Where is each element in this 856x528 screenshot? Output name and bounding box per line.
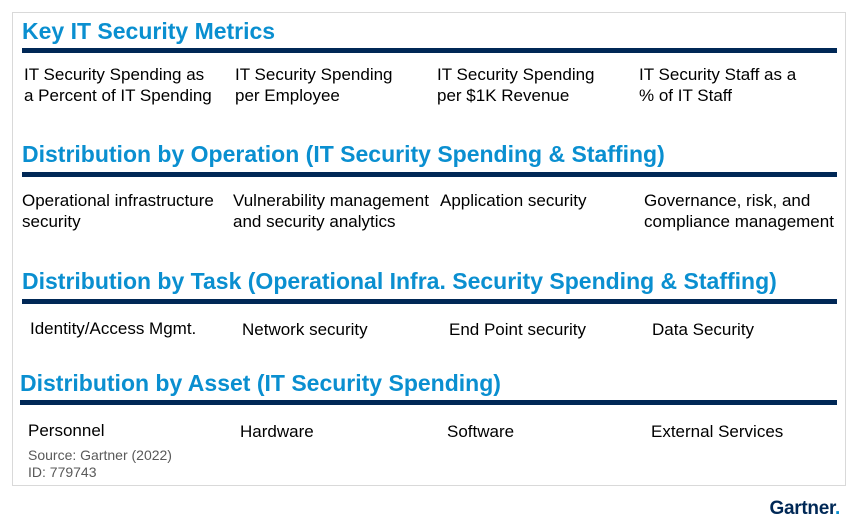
asset-item: Software: [447, 422, 515, 441]
metric-item: IT Security Staff as a % of IT Staff: [639, 65, 797, 105]
section-title-task: Distribution by Task (Operational Infra.…: [22, 268, 777, 294]
section-rule: [22, 172, 837, 177]
section-rule: [20, 400, 837, 405]
metric-item: IT Security Spending per Employee: [235, 65, 393, 105]
operation-item: Application security: [440, 191, 587, 210]
section-title-asset: Distribution by Asset (IT Security Spend…: [20, 370, 501, 396]
operation-item: Governance, risk, and compliance managem…: [644, 191, 834, 231]
task-item: End Point security: [449, 320, 587, 339]
content-frame: [12, 12, 846, 486]
task-item: Identity/Access Mgmt.: [30, 319, 197, 338]
asset-item: Hardware: [240, 422, 314, 441]
asset-item: Personnel: [28, 421, 105, 440]
logo-dot: .: [835, 498, 840, 519]
section-title-operation: Distribution by Operation (IT Security S…: [22, 141, 665, 167]
source-note: Source: Gartner (2022): [28, 447, 172, 463]
metric-item: IT Security Spending as a Percent of IT …: [24, 65, 212, 105]
section-title-key-metrics: Key IT Security Metrics: [22, 18, 276, 44]
gartner-logo: Gartner.: [769, 498, 841, 520]
section-rule: [22, 299, 837, 304]
operation-item: Operational infrastructure security: [22, 191, 214, 231]
task-item: Data Security: [652, 320, 755, 339]
logo-text: Gartner: [769, 498, 836, 519]
operation-item: Vulnerability management and security an…: [233, 191, 429, 231]
task-item: Network security: [242, 320, 368, 339]
metric-item: IT Security Spending per $1K Revenue: [437, 65, 595, 105]
section-rule: [22, 48, 837, 53]
document-id: ID: 779743: [28, 464, 97, 480]
asset-item: External Services: [651, 422, 784, 441]
